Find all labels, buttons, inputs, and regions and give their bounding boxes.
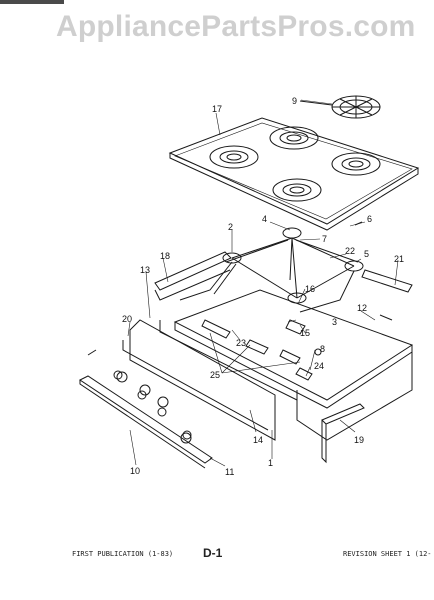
callout-19: 19 xyxy=(354,435,364,445)
callout-14: 14 xyxy=(253,435,263,445)
cooktop-panel[interactable] xyxy=(168,117,420,231)
burner-assembly[interactable] xyxy=(179,227,364,313)
burner-tubes[interactable] xyxy=(154,251,413,301)
valves-and-fittings[interactable] xyxy=(201,221,393,381)
callout-7: 7 xyxy=(322,234,327,244)
callout-21: 21 xyxy=(394,254,404,264)
trim-rod[interactable] xyxy=(79,375,213,469)
side-trim[interactable] xyxy=(321,403,365,464)
callout-1: 1 xyxy=(268,458,273,468)
callout-11: 11 xyxy=(225,467,234,477)
callout-2: 2 xyxy=(228,222,233,232)
callout-20: 20 xyxy=(122,314,132,324)
callout-15: 15 xyxy=(300,328,310,338)
callout-24: 24 xyxy=(314,361,324,371)
range-body-box[interactable] xyxy=(159,289,414,441)
revision-label: REVISION SHEET 1 (12- xyxy=(343,550,432,558)
callout-12: 12 xyxy=(357,303,367,313)
callout-22: 22 xyxy=(345,246,355,256)
callout-10: 10 xyxy=(130,466,140,476)
callout-9: 9 xyxy=(292,96,297,106)
leader-lines xyxy=(127,99,399,467)
callout-6: 6 xyxy=(367,214,372,224)
callout-16: 16 xyxy=(305,284,315,294)
callout-25: 25 xyxy=(210,370,220,380)
page-code: D-1 xyxy=(203,546,223,560)
callout-23: 23 xyxy=(236,338,246,348)
part-callouts: 17 9 4 6 7 22 5 2 18 13 21 12 16 3 15 20… xyxy=(122,96,404,477)
callout-5: 5 xyxy=(364,249,369,259)
callout-17: 17 xyxy=(212,104,222,114)
control-panel[interactable] xyxy=(87,319,276,444)
callout-8: 8 xyxy=(320,344,325,354)
callout-3: 3 xyxy=(332,317,337,327)
callout-13: 13 xyxy=(140,265,150,275)
site-watermark-title: AppliancePartsPros.com xyxy=(56,10,416,43)
top-bar xyxy=(0,0,64,4)
callout-18: 18 xyxy=(160,251,170,261)
first-publication-label: FIRST PUBLICATION (1-83) xyxy=(72,550,174,558)
callout-4: 4 xyxy=(262,214,267,224)
burner-grate[interactable] xyxy=(299,95,381,119)
